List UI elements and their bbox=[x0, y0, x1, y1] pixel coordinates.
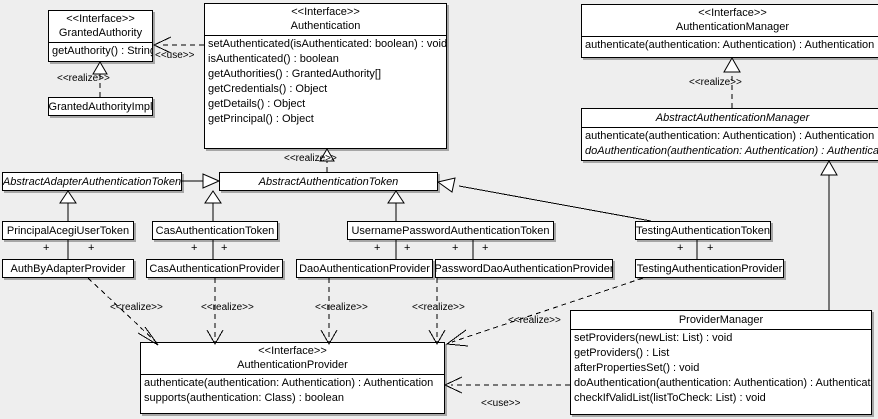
plus-adornment: + bbox=[43, 242, 50, 254]
class-header-granted-authority: <<Interface>> GrantedAuthority bbox=[49, 11, 152, 42]
members-granted-authority: getAuthority() : String bbox=[49, 42, 152, 61]
arrowhead-open-use-authentication-provider bbox=[443, 376, 463, 394]
edge-label-realize-cas-provider: <<realize>> bbox=[201, 302, 254, 313]
class-name-auth-by-adapter-provider: AuthByAdapterProvider bbox=[10, 262, 126, 275]
class-box-granted-authority[interactable]: <<Interface>> GrantedAuthority getAuthor… bbox=[48, 10, 153, 62]
class-box-testing-authentication-token[interactable]: TestingAuthenticationToken bbox=[635, 221, 771, 240]
member-set-authenticated: setAuthenticated(isAuthenticated: boolea… bbox=[208, 38, 446, 50]
member-supports: supports(authentication: Class) : boolea… bbox=[144, 392, 344, 404]
member-authenticate: authenticate(authentication: Authenticat… bbox=[144, 377, 434, 389]
class-name-cas-authentication-token: CasAuthenticationToken bbox=[155, 224, 275, 237]
members-abstract-authentication-manager: authenticate(authentication: Authenticat… bbox=[582, 127, 878, 161]
members-provider-manager: setProviders(newList: List) : void getPr… bbox=[571, 329, 871, 408]
class-name-provider-manager: ProviderManager bbox=[678, 314, 764, 326]
class-name-cas-authentication-provider: CasAuthenticationProvider bbox=[149, 262, 280, 275]
plus-adornment: + bbox=[404, 242, 411, 254]
class-header-authentication-manager: <<Interface>> AuthenticationManager bbox=[582, 5, 878, 36]
class-box-dao-authentication-provider[interactable]: DaoAuthenticationProvider bbox=[296, 259, 433, 278]
arrowhead-triangle-generalize-abstract-token bbox=[202, 173, 221, 189]
member-do-authentication: doAuthentication(authentication: Authent… bbox=[585, 145, 878, 157]
member-get-authorities: getAuthorities() : GrantedAuthority[] bbox=[208, 68, 382, 80]
class-name-principal-acegi-user-token: PrincipalAcegiUserToken bbox=[6, 224, 130, 237]
class-name-abstract-adapter-authentication-token: AbstractAdapterAuthenticationToken bbox=[2, 175, 182, 188]
edge-label-realize-testing-provider: <<realize>> bbox=[508, 315, 561, 326]
stereotype-interface: <<Interface>> bbox=[258, 345, 327, 357]
class-box-abstract-adapter-authentication-token[interactable]: AbstractAdapterAuthenticationToken bbox=[2, 172, 182, 191]
member-get-credentials: getCredentials() : Object bbox=[208, 83, 328, 95]
class-box-authentication-provider[interactable]: <<Interface>> AuthenticationProvider aut… bbox=[140, 342, 445, 414]
class-header-authentication-provider: <<Interface>> AuthenticationProvider bbox=[141, 343, 444, 374]
arrowhead-triangle-realize-authentication-manager bbox=[723, 56, 741, 73]
plus-adornment: + bbox=[191, 242, 198, 254]
class-box-granted-authority-impl[interactable]: GrantedAuthorityImpl bbox=[48, 97, 153, 116]
plus-adornment: + bbox=[452, 242, 459, 254]
member-authenticate: authenticate(authentication: Authenticat… bbox=[585, 39, 875, 51]
class-name-granted-authority-impl: GrantedAuthorityImpl bbox=[48, 100, 153, 113]
member-authenticate: authenticate(authentication: Authenticat… bbox=[585, 130, 875, 142]
stereotype-interface: <<Interface>> bbox=[698, 7, 767, 19]
class-header-authentication: <<Interface>> Authentication bbox=[205, 4, 446, 35]
plus-adornment: + bbox=[374, 242, 381, 254]
class-box-cas-authentication-provider[interactable]: CasAuthenticationProvider bbox=[146, 259, 283, 278]
class-box-password-dao-authentication-provider[interactable]: PasswordDaoAuthenticationProvider bbox=[435, 259, 613, 278]
member-after-properties-set: afterPropertiesSet() : void bbox=[574, 362, 700, 374]
edge-label-realize-granted-authority: <<realize>> bbox=[57, 73, 110, 84]
class-name-testing-authentication-token: TestingAuthenticationToken bbox=[636, 224, 770, 237]
member-do-authentication: doAuthentication(authentication: Authent… bbox=[574, 377, 871, 389]
arrowhead-triangle-generalize-adapter-token bbox=[59, 190, 77, 204]
members-authentication: setAuthenticated(isAuthenticated: boolea… bbox=[205, 35, 446, 129]
plus-adornment: + bbox=[88, 242, 95, 254]
class-name-dao-authentication-provider: DaoAuthenticationProvider bbox=[299, 262, 430, 275]
class-box-principal-acegi-user-token[interactable]: PrincipalAcegiUserToken bbox=[2, 221, 134, 240]
arrowhead-triangle-generalize-cas-token bbox=[204, 190, 222, 204]
edge-generalize-testing-token bbox=[458, 185, 652, 222]
member-check-if-valid-list: checkIfValidList(listToCheck: List) : vo… bbox=[574, 392, 766, 404]
arrowhead-triangle-generalize-testing-token bbox=[436, 177, 456, 193]
class-box-testing-authentication-provider[interactable]: TestingAuthenticationProvider bbox=[635, 259, 784, 278]
member-get-providers: getProviders() : List bbox=[574, 347, 670, 359]
member-get-details: getDetails() : Object bbox=[208, 98, 306, 110]
edge-label-use-granted-authority: <<use>> bbox=[155, 50, 195, 61]
members-authentication-manager: authenticate(authentication: Authenticat… bbox=[582, 36, 878, 55]
class-box-provider-manager[interactable]: ProviderManager setProviders(newList: Li… bbox=[570, 310, 872, 415]
edge-label-realize-password-dao-provider: <<realize>> bbox=[412, 302, 465, 313]
class-box-abstract-authentication-token[interactable]: AbstractAuthenticationToken bbox=[219, 172, 438, 191]
class-name-testing-authentication-provider: TestingAuthenticationProvider bbox=[636, 262, 783, 275]
class-name-authentication-manager: AuthenticationManager bbox=[675, 21, 790, 33]
edge-label-use-authentication-provider: <<use>> bbox=[481, 398, 521, 409]
class-box-authentication-manager[interactable]: <<Interface>> AuthenticationManager auth… bbox=[581, 4, 878, 58]
class-name-abstract-authentication-manager: AbstractAuthenticationManager bbox=[655, 112, 810, 124]
plus-adornment: + bbox=[482, 242, 489, 254]
member-get-principal: getPrincipal() : Object bbox=[208, 113, 314, 125]
arrowhead-triangle-generalize-username-password-token bbox=[387, 190, 405, 204]
edge-label-realize-authentication: <<realize>> bbox=[284, 153, 337, 164]
edge-label-realize-auth-by-adapter: <<realize>> bbox=[110, 302, 163, 313]
arrowhead-open-realize-testing-provider bbox=[445, 329, 469, 347]
class-header-abstract-authentication-manager: AbstractAuthenticationManager bbox=[582, 109, 878, 127]
arrowhead-triangle-generalize-abstract-authentication-manager bbox=[820, 159, 838, 176]
class-box-username-password-authentication-token[interactable]: UsernamePasswordAuthenticationToken bbox=[347, 221, 554, 240]
class-name-username-password-authentication-token: UsernamePasswordAuthenticationToken bbox=[351, 224, 550, 237]
class-box-cas-authentication-token[interactable]: CasAuthenticationToken bbox=[152, 221, 278, 240]
edge-label-realize-authentication-manager: <<realize>> bbox=[689, 77, 742, 88]
plus-adornment: + bbox=[707, 242, 714, 254]
class-name-password-dao-authentication-provider: PasswordDaoAuthenticationProvider bbox=[435, 262, 613, 275]
class-name-abstract-authentication-token: AbstractAuthenticationToken bbox=[258, 175, 399, 188]
class-header-provider-manager: ProviderManager bbox=[571, 311, 871, 329]
class-box-abstract-authentication-manager[interactable]: AbstractAuthenticationManager authentica… bbox=[581, 108, 878, 161]
class-name-authentication-provider: AuthenticationProvider bbox=[237, 359, 348, 371]
class-name-authentication: Authentication bbox=[290, 20, 361, 32]
class-box-authentication[interactable]: <<Interface>> Authentication setAuthenti… bbox=[204, 3, 447, 149]
plus-adornment: + bbox=[677, 242, 684, 254]
stereotype-interface: <<Interface>> bbox=[66, 13, 135, 25]
member-set-providers: setProviders(newList: List) : void bbox=[574, 332, 733, 344]
plus-adornment: + bbox=[221, 242, 228, 254]
member-get-authority: getAuthority() : String bbox=[52, 45, 152, 57]
class-box-auth-by-adapter-provider[interactable]: AuthByAdapterProvider bbox=[2, 259, 134, 278]
class-name-granted-authority: GrantedAuthority bbox=[58, 27, 143, 39]
edge-label-realize-dao-provider: <<realize>> bbox=[315, 302, 368, 313]
member-is-authenticated: isAuthenticated() : boolean bbox=[208, 53, 339, 65]
members-authentication-provider: authenticate(authentication: Authenticat… bbox=[141, 374, 444, 408]
stereotype-interface: <<Interface>> bbox=[291, 6, 360, 18]
